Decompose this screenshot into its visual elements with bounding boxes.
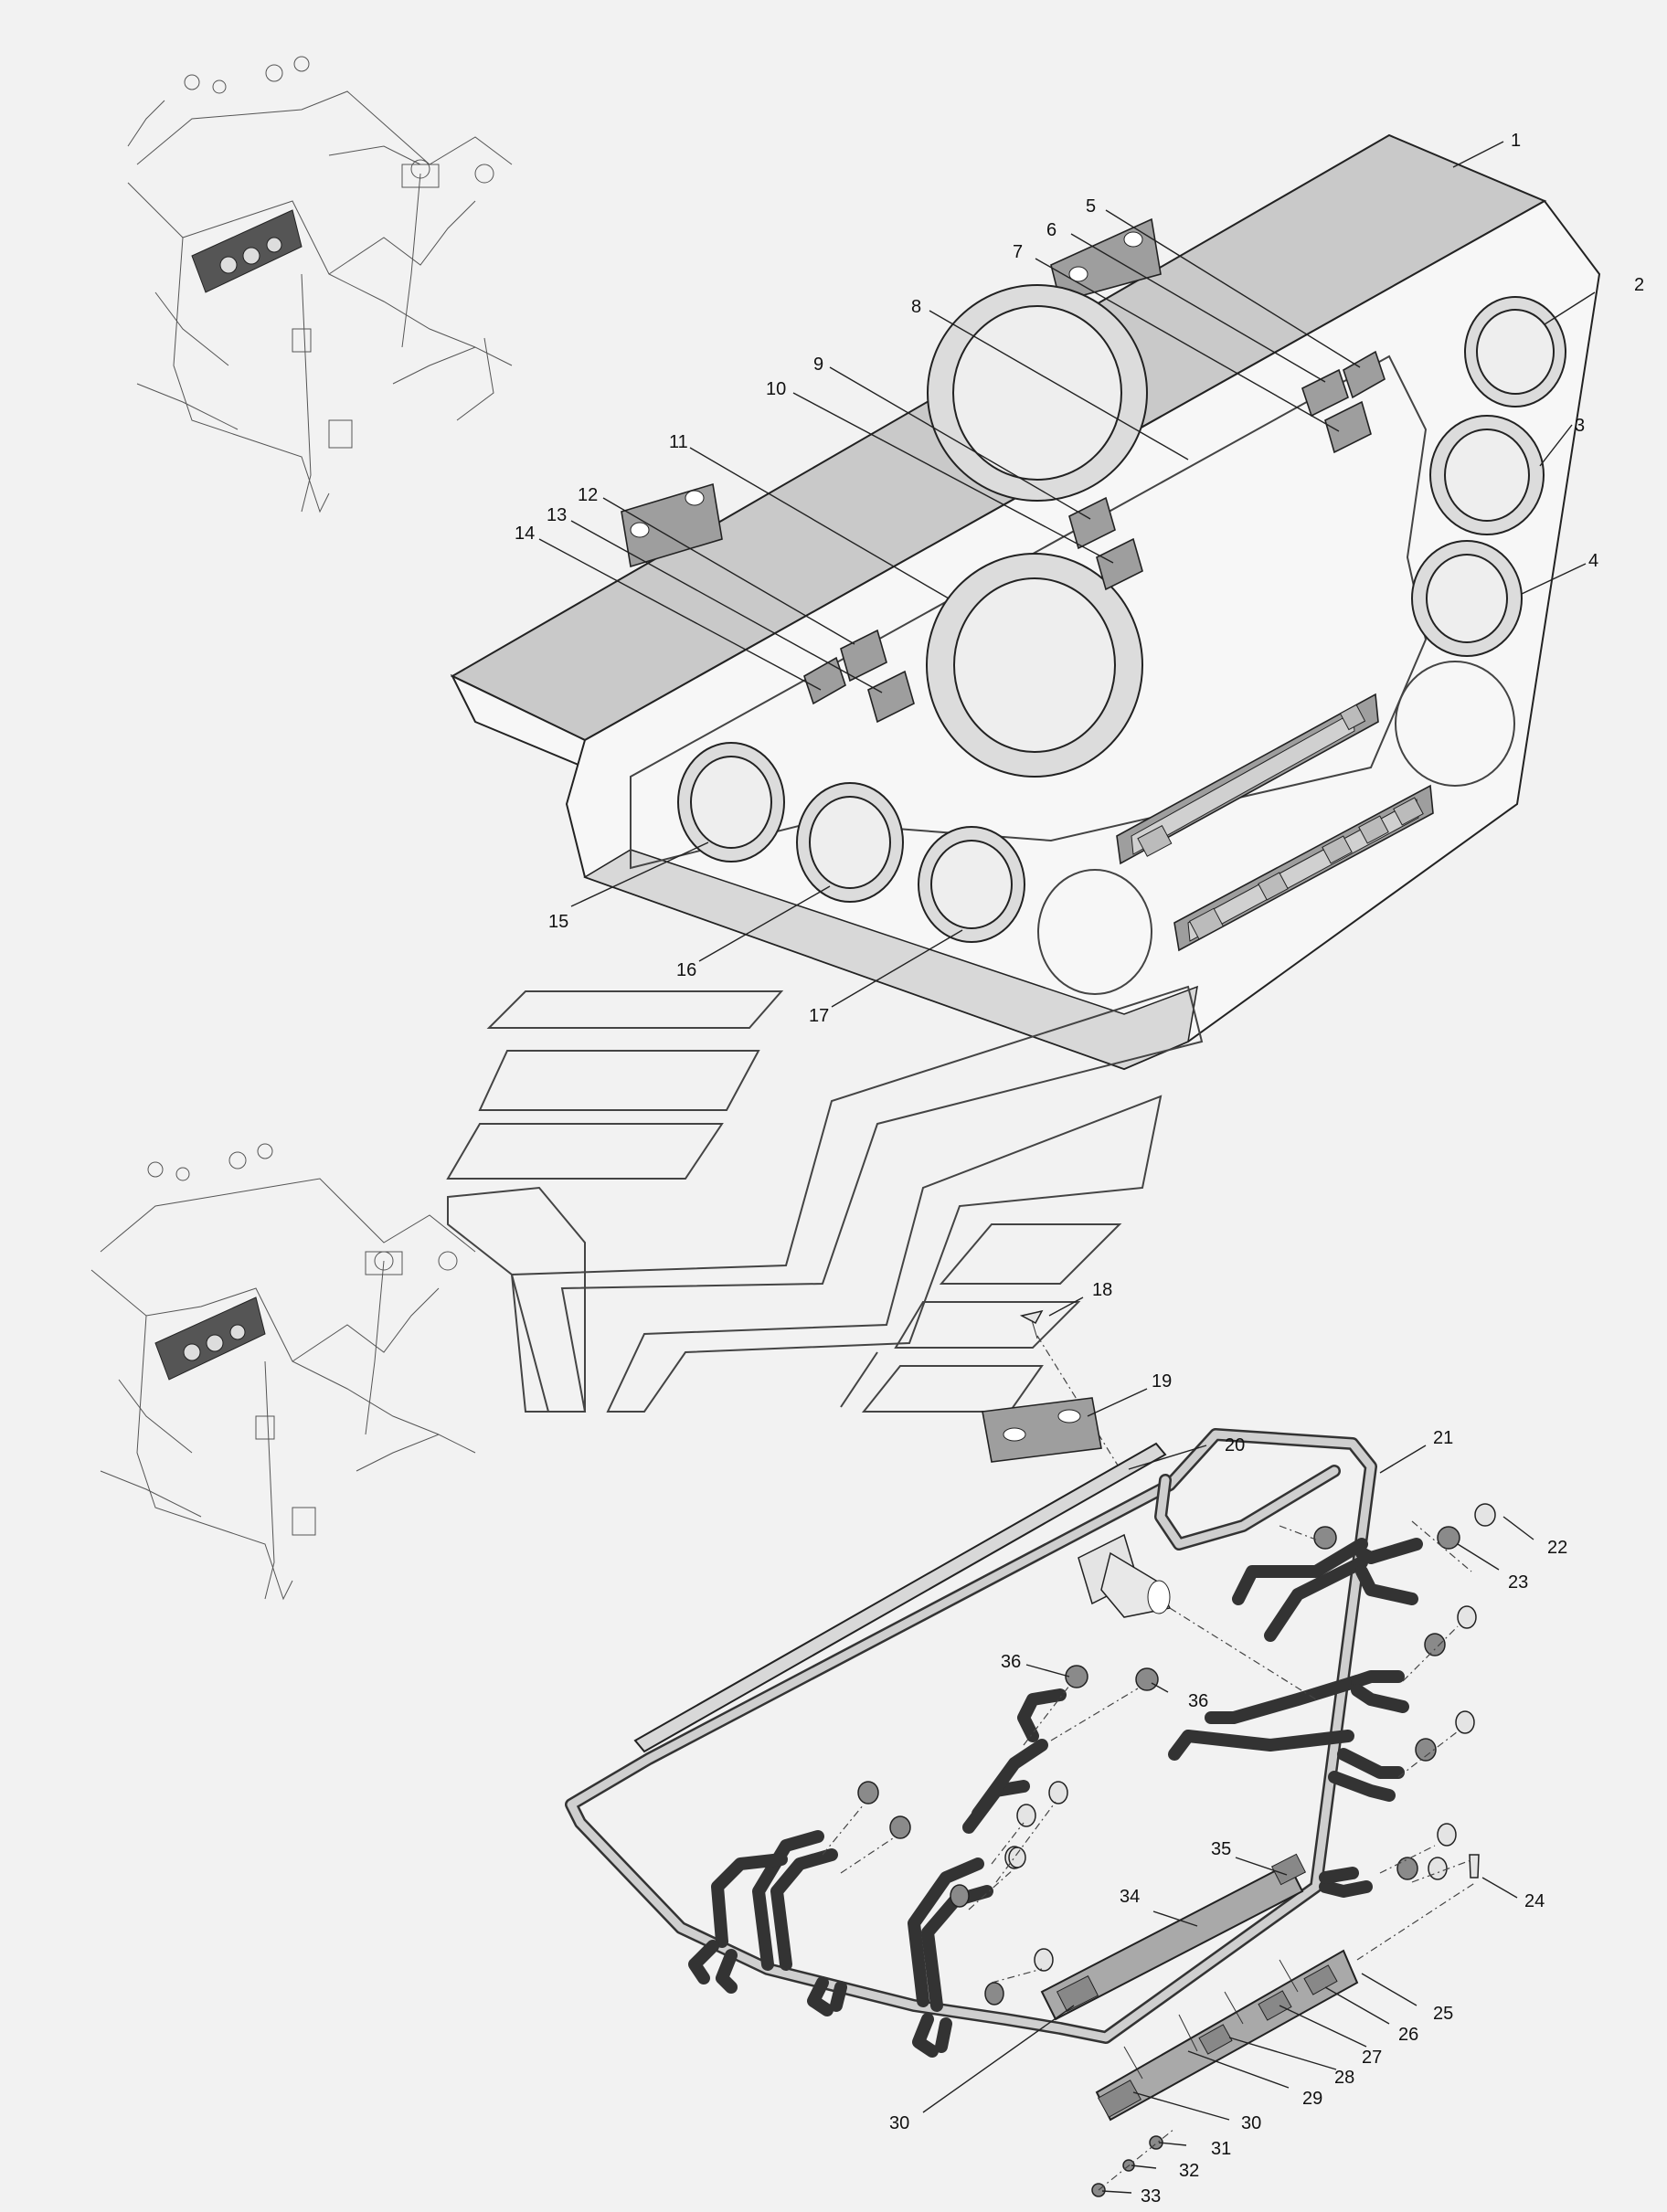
callout-19: 19	[1152, 1371, 1172, 1392]
callout-5: 5	[1086, 196, 1096, 217]
speedometer-gauge	[927, 284, 1148, 502]
callout-36-left: 36	[1001, 1652, 1021, 1672]
callout-16: 16	[676, 960, 696, 980]
callout-26: 26	[1398, 2025, 1418, 2045]
callout-11: 11	[669, 432, 688, 452]
grommet-boot	[1078, 1533, 1172, 1618]
rocker-switch-5-6	[1301, 350, 1386, 418]
warning-light-strip-upper	[1116, 693, 1379, 865]
callout-labels: 1 2 3 4 5 6 7 8 9 10 11 12 13 14 15 16 1…	[515, 131, 1644, 2207]
gauge-15	[677, 742, 785, 863]
callout-23: 23	[1508, 1572, 1528, 1593]
callout-6: 6	[1046, 220, 1056, 240]
gauge-4	[1411, 540, 1523, 657]
callout-10: 10	[766, 379, 786, 399]
callout-14: 14	[515, 524, 535, 544]
connectors-center	[857, 1665, 1159, 2006]
callout-29: 29	[1302, 2089, 1322, 2109]
callout-7: 7	[1013, 242, 1023, 262]
rocker-switch-9-10	[1068, 496, 1143, 591]
callout-2: 2	[1634, 275, 1644, 295]
instrument-panel-assembly	[450, 133, 1601, 1071]
callout-34: 34	[1120, 1887, 1140, 1907]
wiring-overview-thumbnail-top	[127, 56, 513, 513]
tachometer-gauge	[926, 553, 1143, 778]
callout-36-right: 36	[1188, 1691, 1208, 1711]
callout-28: 28	[1334, 2068, 1354, 2088]
callout-15: 15	[548, 912, 568, 932]
gauge-blank-bottom	[1037, 869, 1152, 995]
mounting-bracket-right	[1050, 217, 1162, 302]
gauge-17	[918, 826, 1025, 943]
callout-31: 31	[1211, 2139, 1231, 2159]
bracket-19	[982, 1397, 1102, 1463]
callout-27: 27	[1362, 2048, 1382, 2068]
wiring-overview-thumbnail-bottom	[90, 1143, 476, 1601]
callout-35: 35	[1211, 1839, 1231, 1859]
screw-18	[1019, 1309, 1044, 1339]
callout-22: 22	[1547, 1538, 1567, 1558]
callout-32: 32	[1179, 2161, 1199, 2181]
warning-light-strip-lower	[1173, 784, 1434, 952]
callout-20: 20	[1225, 1435, 1245, 1455]
gauge-16	[796, 782, 904, 903]
callout-30-left: 30	[889, 2113, 909, 2133]
leader-lines	[538, 141, 1596, 2194]
callout-33: 33	[1141, 2186, 1161, 2207]
gauge-2	[1464, 296, 1566, 407]
relay-block-34-35	[1040, 1853, 1307, 2021]
callout-12: 12	[578, 485, 598, 505]
rocker-switch-7	[1324, 400, 1372, 454]
callout-24: 24	[1524, 1891, 1545, 1911]
gauge-blank-right	[1395, 661, 1515, 787]
callout-21: 21	[1433, 1428, 1453, 1448]
callout-13: 13	[547, 505, 567, 525]
connectors-right	[1313, 1503, 1496, 1880]
callout-18: 18	[1092, 1280, 1112, 1300]
callout-25: 25	[1433, 2004, 1453, 2024]
callout-4: 4	[1588, 551, 1598, 571]
callout-9: 9	[813, 355, 823, 375]
gauge-3	[1429, 415, 1545, 535]
callout-8: 8	[911, 297, 921, 317]
callout-3: 3	[1575, 416, 1585, 436]
callout-1: 1	[1511, 131, 1521, 151]
callout-17: 17	[809, 1006, 829, 1026]
relay-block-25-30	[1095, 1949, 1359, 2122]
wiring-harness	[565, 1428, 1496, 2197]
callout-30-right: 30	[1241, 2113, 1261, 2133]
mounting-bracket-left	[621, 482, 723, 568]
